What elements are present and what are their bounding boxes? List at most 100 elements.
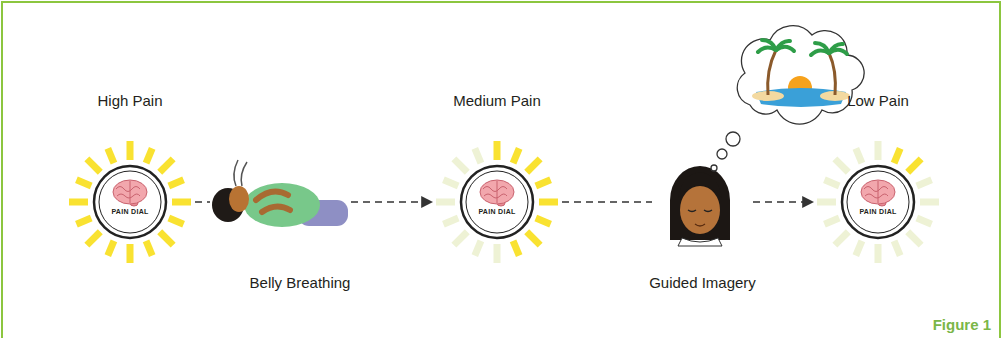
pain-ray [451, 229, 469, 247]
pain-ray [832, 229, 850, 247]
pain-ray [143, 239, 156, 256]
dial-ring [842, 166, 914, 238]
pain-level-label: Medium Pain [407, 92, 587, 109]
pain-ray [494, 244, 501, 263]
pain-ray [127, 244, 134, 263]
pain-ray [472, 239, 485, 256]
brain-fold [864, 187, 888, 192]
breath-line [241, 162, 247, 186]
pain-ray [524, 229, 542, 247]
dial-label: PAIN DIAL [816, 208, 940, 215]
pain-ray [127, 141, 134, 160]
pain-ray [105, 239, 118, 256]
dial-ring [461, 166, 533, 238]
breath-line [234, 160, 238, 186]
lying-person [212, 160, 348, 227]
brain-fold [130, 181, 131, 203]
pain-ray [510, 147, 523, 164]
face [680, 186, 720, 234]
brain-icon [113, 180, 147, 206]
dial-ring [94, 166, 166, 238]
palm-trunk [829, 53, 835, 95]
pain-ray [915, 177, 932, 190]
pain-ray [510, 239, 523, 256]
brain-shape [480, 180, 514, 204]
dashed-arrow [753, 201, 813, 203]
beach-scene [752, 40, 850, 107]
brain-fold [865, 194, 888, 198]
pain-ray [891, 239, 904, 256]
dial-inner-ring [99, 171, 161, 233]
bubble-dot [726, 132, 740, 146]
smile [695, 224, 705, 226]
leaf [776, 41, 790, 50]
brain-fold [483, 187, 507, 192]
bubble-dot [711, 165, 717, 171]
brain-fold [497, 181, 498, 203]
pain-ray [157, 156, 175, 174]
leaf [815, 43, 829, 53]
closed-eye [688, 210, 696, 212]
pain-ray [167, 177, 184, 190]
palm-leaves [758, 40, 847, 55]
dashed-arrow [195, 201, 210, 203]
closed-eye [704, 210, 712, 212]
arm [262, 206, 290, 212]
bubble-dot [717, 149, 727, 159]
pain-dial: High PainPAIN DIAL [68, 140, 192, 264]
pain-ray [853, 239, 866, 256]
pain-ray [84, 229, 102, 247]
girl-figure [670, 166, 730, 246]
brain-fold [117, 194, 140, 198]
dial-label: PAIN DIAL [435, 208, 559, 215]
thought-cloud [737, 26, 864, 124]
pain-ray [75, 215, 92, 228]
figure-caption: Figure 1 [933, 316, 991, 333]
leaf [829, 44, 843, 53]
brain-shape [113, 180, 147, 204]
dashed-arrow [562, 201, 652, 203]
pain-ray [494, 141, 501, 160]
brain-fold [116, 187, 140, 192]
pain-ray [853, 147, 866, 164]
bangs [678, 172, 722, 198]
pain-ray [534, 215, 551, 228]
pain-ray [524, 156, 542, 174]
dial-inner-ring [466, 171, 528, 233]
technique-illustration: Belly Breathing [213, 150, 348, 295]
pain-ray [84, 156, 102, 174]
dial-outline [816, 140, 940, 264]
pain-ray [143, 147, 156, 164]
arm [256, 191, 288, 200]
pain-dial: Medium PainPAIN DIAL [435, 140, 559, 264]
dial-outline [435, 140, 559, 264]
palm-trunk [768, 50, 776, 95]
pain-ray [69, 199, 88, 206]
leaf [762, 40, 776, 50]
pain-level-label: Low Pain [788, 92, 968, 109]
brain-fold [484, 194, 507, 198]
technique-illustration: Guided Imagery [655, 150, 750, 295]
pain-ray [875, 141, 882, 160]
pain-ray [472, 147, 485, 164]
pain-ray [891, 147, 904, 164]
pain-ray [832, 156, 850, 174]
pain-ray [875, 244, 882, 263]
pain-ray [539, 199, 558, 206]
pain-ray [167, 215, 184, 228]
brain-icon [861, 180, 895, 206]
pain-ray [534, 177, 551, 190]
pain-dial: Low PainPAIN DIAL [816, 140, 940, 264]
brain-icon [480, 180, 514, 206]
pain-ray [75, 177, 92, 190]
thought-bubble [711, 26, 864, 171]
pain-ray [915, 215, 932, 228]
technique-label: Belly Breathing [195, 274, 405, 291]
pain-ray [823, 177, 840, 190]
dial-label: PAIN DIAL [68, 208, 192, 215]
pain-ray [105, 147, 118, 164]
shirt [244, 183, 320, 227]
